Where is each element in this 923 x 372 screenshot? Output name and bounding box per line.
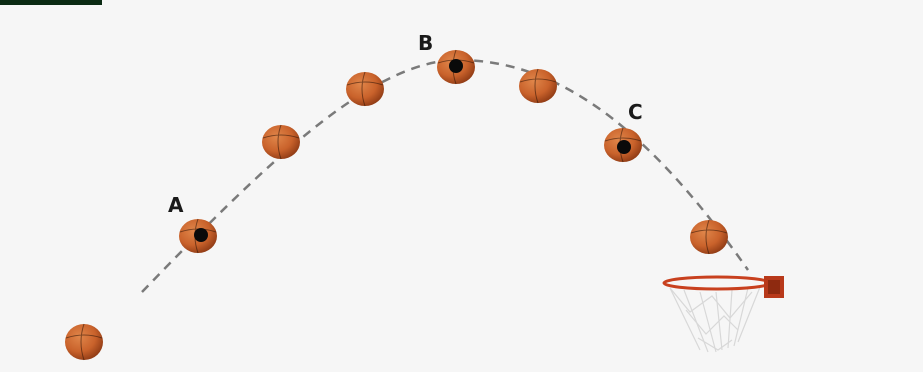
hoop-rim	[662, 275, 772, 291]
corner-bar	[0, 0, 102, 5]
ball-a	[179, 218, 217, 254]
ball-2	[262, 124, 300, 160]
basketball-hoop	[662, 275, 784, 353]
ball-launch	[65, 323, 103, 361]
marker-b	[449, 59, 463, 73]
ball-c	[604, 127, 642, 163]
label-c: C	[628, 100, 643, 124]
trajectory-path	[141, 58, 750, 293]
marker-c	[617, 140, 631, 154]
label-b: B	[418, 31, 433, 55]
hoop-net	[669, 286, 761, 353]
ball-b	[437, 49, 475, 85]
label-a: A	[168, 193, 184, 217]
ball-5	[519, 68, 557, 104]
ball-7	[690, 219, 728, 255]
marker-a	[194, 228, 208, 242]
ball-3	[346, 71, 384, 107]
